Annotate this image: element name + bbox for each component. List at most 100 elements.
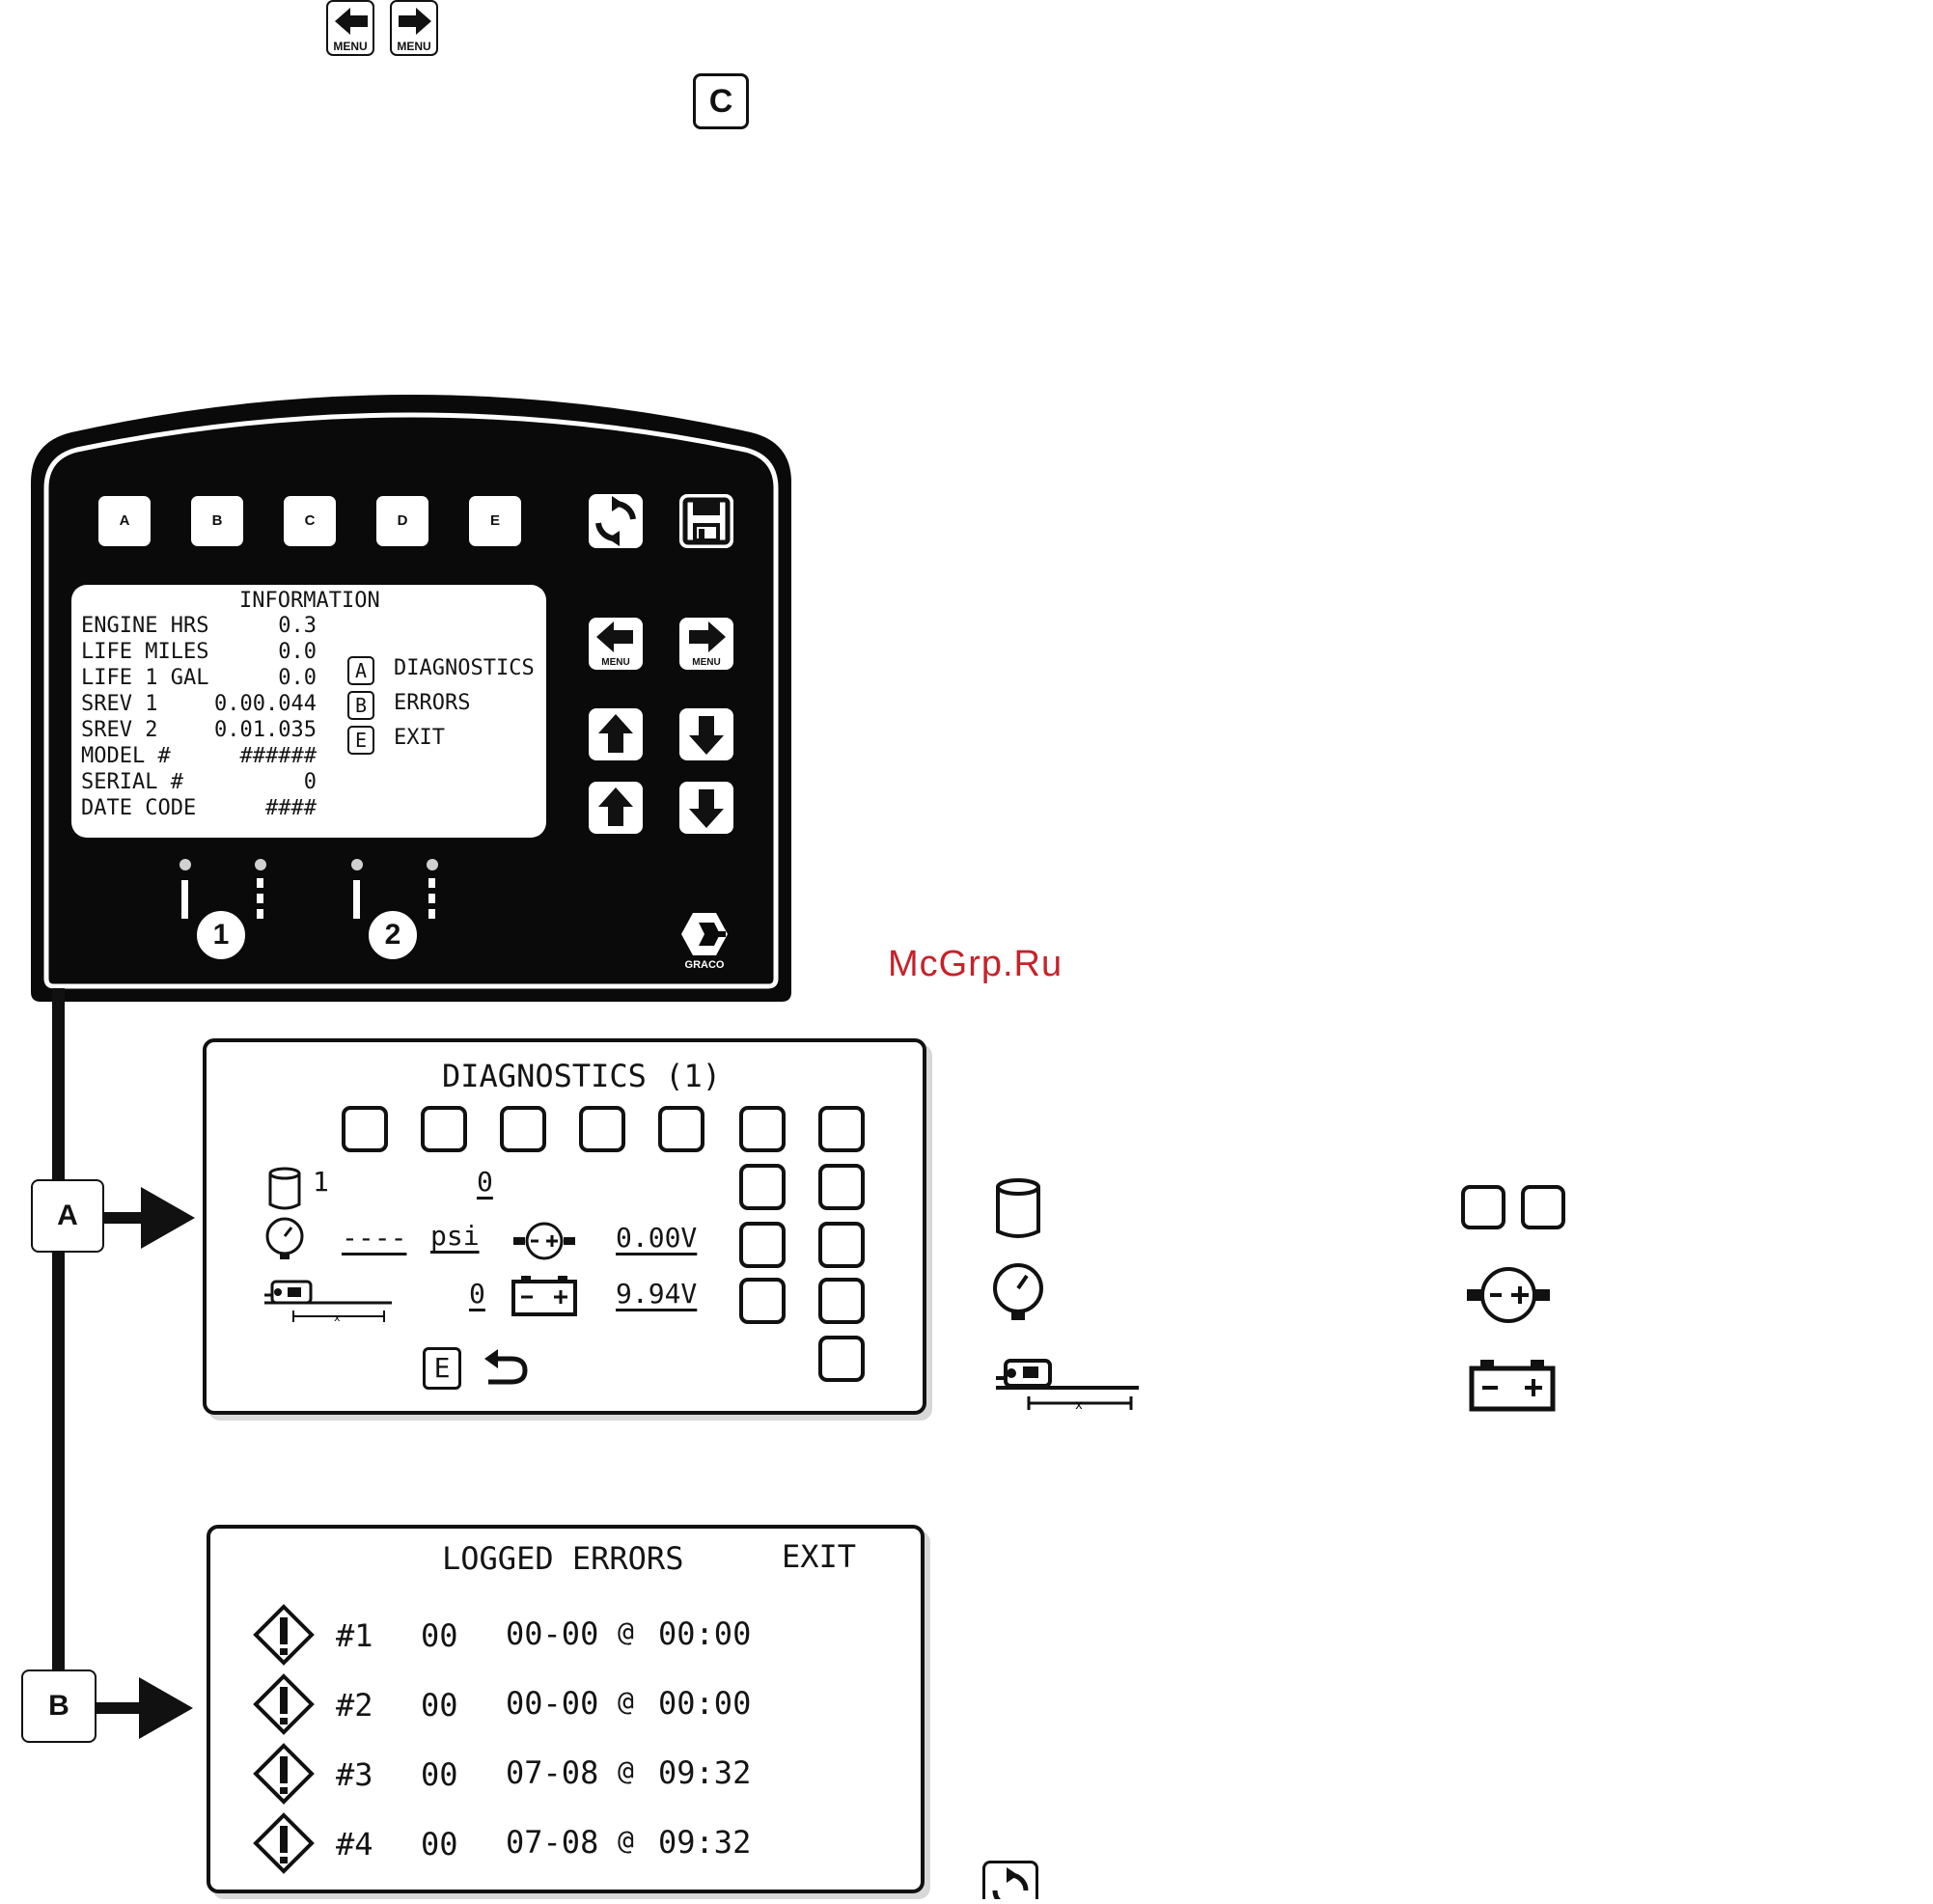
info-value: 0.0 (278, 640, 317, 664)
error-date: 00-00 (506, 1615, 599, 1652)
warning-icon (253, 1604, 315, 1666)
indicator-2-badge: 2 (365, 907, 421, 963)
arrow-b-icon (95, 1677, 193, 1739)
info-value: 0 (303, 770, 317, 794)
reset-icon (595, 496, 636, 546)
softkey-b[interactable]: B (191, 496, 243, 546)
svg-text:x: x (1075, 1398, 1083, 1413)
svg-text:x: x (334, 1311, 341, 1324)
status-square (579, 1106, 625, 1152)
menu-label: MENU (397, 40, 431, 53)
softkey-c[interactable]: C (284, 496, 336, 546)
battery-icon (511, 1276, 577, 1316)
return-arrow-icon[interactable] (483, 1349, 529, 1386)
arrow-left-icon (335, 8, 368, 35)
softkey-e[interactable]: E (469, 496, 521, 546)
up-key-1[interactable] (589, 708, 643, 760)
menu-left-key[interactable]: MENU (589, 618, 643, 670)
errors-exit[interactable]: EXIT (782, 1538, 857, 1575)
reset-key[interactable] (589, 494, 643, 548)
status-square (739, 1278, 786, 1324)
error-code: 00 (421, 1617, 458, 1654)
watermark: McGrp.Ru (888, 944, 1063, 984)
battery-voltage: 9.94V (616, 1278, 698, 1310)
arrow-up-icon (598, 714, 633, 753)
information-screen: INFORMATION ENGINE HRS 0.3 LIFE MILES 0.… (71, 585, 546, 838)
error-at: @ (618, 1824, 634, 1856)
info-label: LIFE MILES (81, 640, 209, 664)
arrow-a-icon (104, 1187, 195, 1249)
graco-logo-icon (681, 913, 728, 955)
info-label: SREV 1 (81, 692, 158, 716)
menu-left-key-top[interactable]: MENU (326, 0, 374, 56)
info-label: ENGINE HRS (81, 614, 209, 638)
info-value: #### (265, 796, 317, 820)
indicator-lights (179, 859, 438, 919)
menu-key-a[interactable]: A (347, 656, 374, 685)
arrow-up-icon (598, 787, 633, 826)
softkey-d[interactable]: D (376, 496, 428, 546)
menu-key-b[interactable]: B (347, 691, 374, 720)
sensor-voltage: 0.00V (616, 1222, 698, 1254)
menu-diagnostics[interactable]: DIAGNOSTICS (394, 656, 535, 680)
diagnostics-title: DIAGNOSTICS (1) (442, 1058, 721, 1094)
battery-icon (1469, 1360, 1556, 1412)
error-code: 00 (421, 1687, 458, 1724)
distance-wheel-icon: x (264, 1280, 392, 1324)
info-value: 0.3 (278, 614, 317, 638)
floppy-disk-icon (682, 497, 731, 545)
info-value: 0.01.035 (214, 718, 317, 742)
error-time: 00:00 (658, 1615, 752, 1652)
save-key[interactable] (679, 494, 733, 548)
down-key-1[interactable] (679, 708, 733, 760)
pressure-gauge-icon (993, 1263, 1043, 1320)
up-key-2[interactable] (589, 782, 643, 834)
tank-number: 1 (313, 1166, 329, 1198)
status-square (342, 1106, 388, 1152)
tank-icon (268, 1167, 301, 1210)
warning-icon (253, 1812, 315, 1874)
callout-a: A (31, 1179, 104, 1253)
status-square (421, 1106, 467, 1152)
distance-wheel-icon: x (996, 1359, 1139, 1413)
error-date: 00-00 (506, 1685, 599, 1722)
error-at: @ (618, 1615, 634, 1647)
sensor-icon (1467, 1267, 1550, 1323)
status-square (658, 1106, 704, 1152)
status-square (818, 1222, 865, 1268)
menu-errors[interactable]: ERRORS (394, 691, 471, 715)
error-time: 00:00 (658, 1685, 752, 1722)
screen-title: INFORMATION (239, 589, 380, 613)
softkey-a[interactable]: A (98, 496, 151, 546)
exit-key[interactable]: E (423, 1347, 461, 1390)
brand-label: GRACO (684, 959, 725, 971)
c-key-top[interactable]: C (693, 73, 749, 129)
arrow-down-icon (689, 716, 724, 755)
menu-right-key[interactable]: MENU (679, 618, 733, 670)
pressure-gauge-icon (265, 1217, 304, 1259)
down-key-2[interactable] (679, 782, 733, 834)
reset-icon (992, 1867, 1029, 1899)
logged-errors-screen: LOGGED ERRORS EXIT #1 00 00-00 @ 00:00 #… (207, 1525, 925, 1893)
reset-key-bottom[interactable] (982, 1861, 1038, 1899)
menu-key-e[interactable]: E (347, 726, 374, 755)
warning-icon (253, 1673, 315, 1735)
error-at: @ (618, 1754, 634, 1786)
indicator-1-badge: 1 (193, 907, 249, 963)
menu-exit[interactable]: EXIT (394, 726, 445, 750)
info-label: SERIAL # (81, 770, 183, 794)
status-square (818, 1336, 865, 1382)
error-date: 07-08 (506, 1824, 599, 1861)
arrow-down-icon (689, 789, 724, 828)
error-time: 09:32 (658, 1824, 752, 1861)
menu-right-key-top[interactable]: MENU (390, 0, 438, 56)
menu-label: MENU (692, 657, 721, 668)
error-code: 00 (421, 1756, 458, 1793)
error-code: 00 (421, 1826, 458, 1863)
info-label: LIFE 1 GAL (81, 666, 209, 690)
arrow-right-icon (689, 621, 726, 652)
info-value: 0.00.044 (214, 692, 317, 716)
info-label: DATE CODE (81, 796, 197, 820)
error-date: 07-08 (506, 1754, 599, 1791)
error-number: #1 (336, 1617, 373, 1654)
